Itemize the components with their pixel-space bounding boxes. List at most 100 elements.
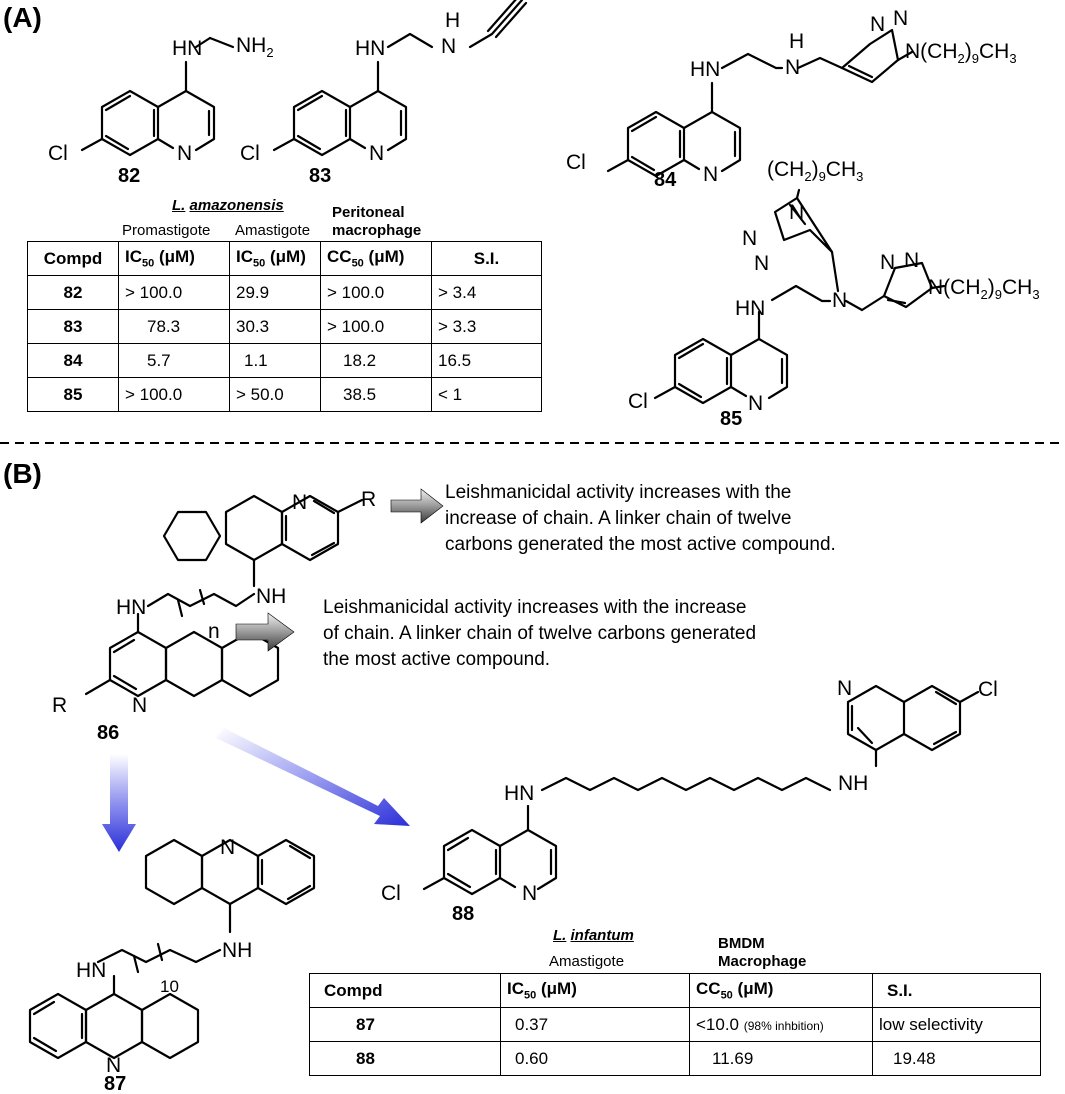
- arrow-down-icon: [102, 754, 136, 852]
- cell-compd: 82: [27, 275, 119, 310]
- cl-label: Cl: [566, 151, 586, 174]
- cell-si: 16.5: [431, 343, 542, 378]
- compound-label-82: 82: [118, 165, 140, 187]
- cell-ic-ama: > 50.0: [229, 377, 321, 412]
- cell-compd: 85: [27, 377, 119, 412]
- cl-label: Cl: [240, 142, 260, 165]
- header-si: S.I.: [872, 973, 1041, 1008]
- table-row: 84 5.7 1.1 18.2 16.5: [27, 343, 542, 378]
- table-b-organism: L. infantum: [553, 927, 634, 944]
- cl-label: Cl: [628, 390, 648, 413]
- cell-ic-ama: 1.1: [229, 343, 321, 378]
- nh-label: HN: [76, 959, 106, 982]
- n-label: N: [748, 392, 763, 415]
- h-label: H: [789, 30, 804, 53]
- table-b-header: Compd IC50 (μM) CC50 (μM) S.I.: [309, 973, 1041, 1008]
- compound-label-86: 86: [97, 722, 119, 744]
- nh-label: HN: [116, 596, 146, 619]
- compound-label-83: 83: [309, 165, 331, 187]
- nh-label: NH: [256, 585, 286, 608]
- table-b: Compd IC50 (μM) CC50 (μM) S.I. 87 0.37 <…: [309, 973, 1041, 1076]
- r-label: R: [361, 488, 376, 511]
- n-label: N: [106, 1054, 121, 1077]
- structure-86: R N NH HN n N R 86: [52, 488, 376, 744]
- nh-label: HN: [172, 37, 202, 60]
- n-label: N: [703, 163, 718, 186]
- note-top-line3: carbons generated the most active compou…: [445, 534, 836, 555]
- cell-ic-pro: 5.7: [118, 343, 230, 378]
- nh-label: HN: [690, 58, 720, 81]
- table-row: 82 > 100.0 29.9 > 100.0 > 3.4: [27, 275, 542, 310]
- header-si: S.I.: [431, 241, 542, 276]
- structure-87: N NH HN 10 N 87: [28, 836, 316, 1094]
- table-row: 83 78.3 30.3 > 100.0 > 3.3: [27, 309, 542, 344]
- header-ic-ama: IC50 (μM): [229, 241, 321, 276]
- compound-label-87: 87: [104, 1073, 126, 1094]
- n-label: N: [177, 142, 192, 165]
- chain-label: (CH2)9CH3: [767, 158, 863, 184]
- compound-label-85: 85: [720, 408, 742, 430]
- structure-83: HN N H N Cl 83: [240, 0, 528, 187]
- table-a: Compd IC50 (μM) IC50 (μM) CC50 (μM) S.I.…: [27, 241, 542, 412]
- cl-label: Cl: [48, 142, 68, 165]
- cell-ic-ama: 30.3: [229, 309, 321, 344]
- cl-label: Cl: [978, 678, 998, 701]
- header-ic-pro: IC50 (μM): [118, 241, 230, 276]
- note-mid-line2: of chain. A linker chain of twelve carbo…: [323, 623, 756, 644]
- cell-compd: 84: [27, 343, 119, 378]
- header-ic: IC50 (μM): [500, 973, 690, 1008]
- header-compd: Compd: [309, 973, 501, 1008]
- n-label: N: [292, 491, 307, 514]
- structure-85: (CH2)9CH3 N N N N N N(CH2)9CH3 N HN N Cl…: [628, 158, 1040, 430]
- cell-compd: 88: [309, 1041, 501, 1076]
- cell-si: low selectivity: [872, 1007, 1041, 1042]
- table-row: 88 0.60 11.69 19.48: [309, 1041, 1041, 1076]
- compound-label-84: 84: [654, 169, 677, 191]
- n-label: N: [837, 677, 852, 700]
- header-cc: CC50 (μM): [689, 973, 873, 1008]
- cell-cc: > 100.0: [320, 309, 432, 344]
- nh-label: HN: [504, 782, 534, 805]
- table-b-bmdm: BMDM: [718, 935, 765, 952]
- n-label: N: [785, 56, 800, 79]
- table-a-header: Compd IC50 (μM) IC50 (μM) CC50 (μM) S.I.: [27, 241, 542, 276]
- table-a-amastigote: Amastigote: [235, 222, 311, 239]
- arrow-right-icon: [235, 612, 295, 652]
- structure-84: HN N H N N N(CH2)9CH3 N Cl 84: [566, 7, 1017, 191]
- header-cc: CC50 (μM): [320, 241, 432, 276]
- header-compd: Compd: [27, 241, 119, 276]
- table-a-promastigote: Promastigote: [122, 222, 211, 239]
- cell-ic-pro: > 100.0: [118, 377, 230, 412]
- structure-82: HN NH2 N Cl 82: [48, 34, 274, 187]
- note-mid-line3: the most active compound.: [323, 649, 550, 670]
- table-b-macrophage: Macrophage: [718, 953, 807, 970]
- cell-si: < 1: [431, 377, 542, 412]
- table-row: 85 > 100.0 > 50.0 38.5 < 1: [27, 377, 542, 412]
- triazole-n-label: N: [880, 251, 895, 274]
- cell-cc: <10.0 (98% inhbition): [689, 1007, 873, 1042]
- chain-label: N(CH2)9CH3: [905, 40, 1017, 66]
- cell-cc: 38.5: [320, 377, 432, 412]
- nh2-label: NH2: [236, 34, 274, 60]
- cell-si: > 3.3: [431, 309, 542, 344]
- n-label: N: [441, 35, 456, 58]
- note-top-line1: Leishmanicidal activity increases with t…: [445, 482, 791, 503]
- triazole-n-label: N: [742, 227, 757, 250]
- cell-ic: 0.37: [500, 1007, 690, 1042]
- chain-label: N(CH2)9CH3: [928, 276, 1040, 302]
- cell-cc: 11.69: [689, 1041, 873, 1076]
- cl-label: Cl: [381, 882, 401, 905]
- nh-label: NH: [222, 939, 252, 962]
- nh-label: HN: [735, 297, 765, 320]
- cell-ic-ama: 29.9: [229, 275, 321, 310]
- cell-si: > 3.4: [431, 275, 542, 310]
- note-mid-line1: Leishmanicidal activity increases with t…: [323, 597, 746, 618]
- triazole-n-label: N: [789, 201, 804, 224]
- table-a-macrophage: macrophage: [332, 222, 422, 239]
- triazole-n-label: N: [904, 249, 919, 272]
- n-label: N: [220, 836, 235, 859]
- n-label: N: [832, 289, 847, 312]
- arrow-right-icon: [390, 488, 444, 524]
- chain-index-label: 10: [160, 977, 179, 996]
